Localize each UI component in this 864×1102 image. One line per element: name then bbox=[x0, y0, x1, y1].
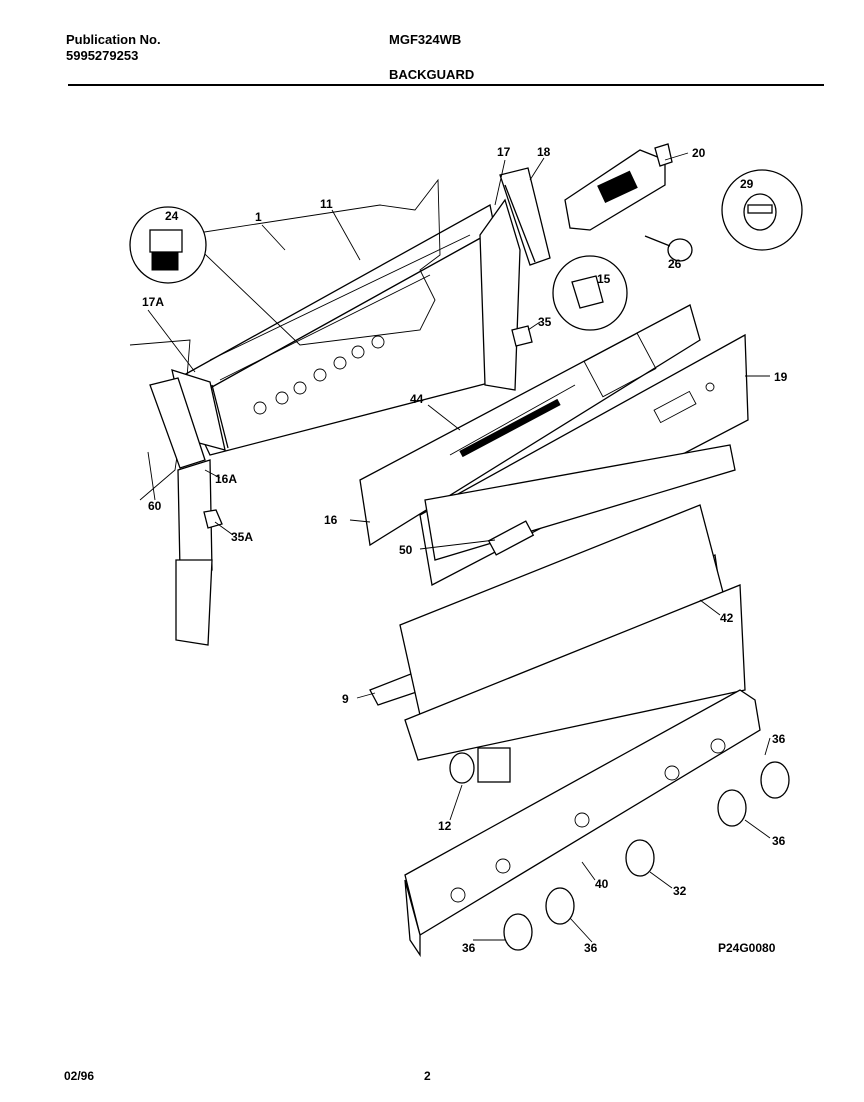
callouts: 1 11 17 18 20 29 24 26 15 35 17A 19 44 1… bbox=[142, 145, 788, 955]
callout-36-a: 36 bbox=[772, 732, 786, 746]
callout-11: 11 bbox=[320, 197, 333, 211]
drawing-code: P24G0080 bbox=[718, 941, 776, 955]
control-rail bbox=[404, 689, 790, 958]
callout-42: 42 bbox=[720, 611, 734, 625]
callout-16a: 16A bbox=[215, 472, 237, 486]
footer-date: 02/96 bbox=[64, 1069, 95, 1083]
backguard-frame bbox=[129, 167, 551, 646]
callout-9: 9 bbox=[342, 692, 349, 706]
callout-40: 40 bbox=[595, 877, 609, 891]
clock-assembly bbox=[129, 143, 803, 331]
callout-17a: 17A bbox=[142, 295, 164, 309]
control-panels bbox=[359, 304, 749, 586]
callout-50: 50 bbox=[399, 543, 413, 557]
callout-26: 26 bbox=[668, 257, 682, 271]
manifold-panel bbox=[369, 504, 746, 761]
callout-19: 19 bbox=[774, 370, 788, 384]
callout-35: 35 bbox=[538, 315, 552, 329]
publication-label: Publication No. bbox=[66, 32, 161, 47]
header-rule bbox=[68, 84, 824, 86]
callout-20: 20 bbox=[692, 146, 706, 160]
publication-number: 5995279253 bbox=[66, 48, 139, 63]
callout-17: 17 bbox=[497, 145, 511, 159]
callout-12: 12 bbox=[438, 819, 452, 833]
callout-36-b: 36 bbox=[772, 834, 786, 848]
callout-15: 15 bbox=[597, 272, 611, 286]
callout-35a: 35A bbox=[231, 530, 253, 544]
callout-36-d: 36 bbox=[584, 941, 598, 955]
callout-44: 44 bbox=[410, 392, 424, 406]
page-number: 2 bbox=[424, 1069, 431, 1083]
section-title: BACKGUARD bbox=[389, 67, 475, 82]
model-number: MGF324WB bbox=[389, 32, 462, 47]
callout-18: 18 bbox=[537, 145, 551, 159]
leader-lines bbox=[147, 152, 771, 943]
callout-16: 16 bbox=[324, 513, 338, 527]
callout-60: 60 bbox=[148, 499, 162, 513]
callout-24: 24 bbox=[165, 209, 179, 223]
callout-32: 32 bbox=[673, 884, 687, 898]
callout-29: 29 bbox=[740, 177, 754, 191]
callout-36-c: 36 bbox=[462, 941, 476, 955]
callout-1: 1 bbox=[255, 210, 262, 224]
